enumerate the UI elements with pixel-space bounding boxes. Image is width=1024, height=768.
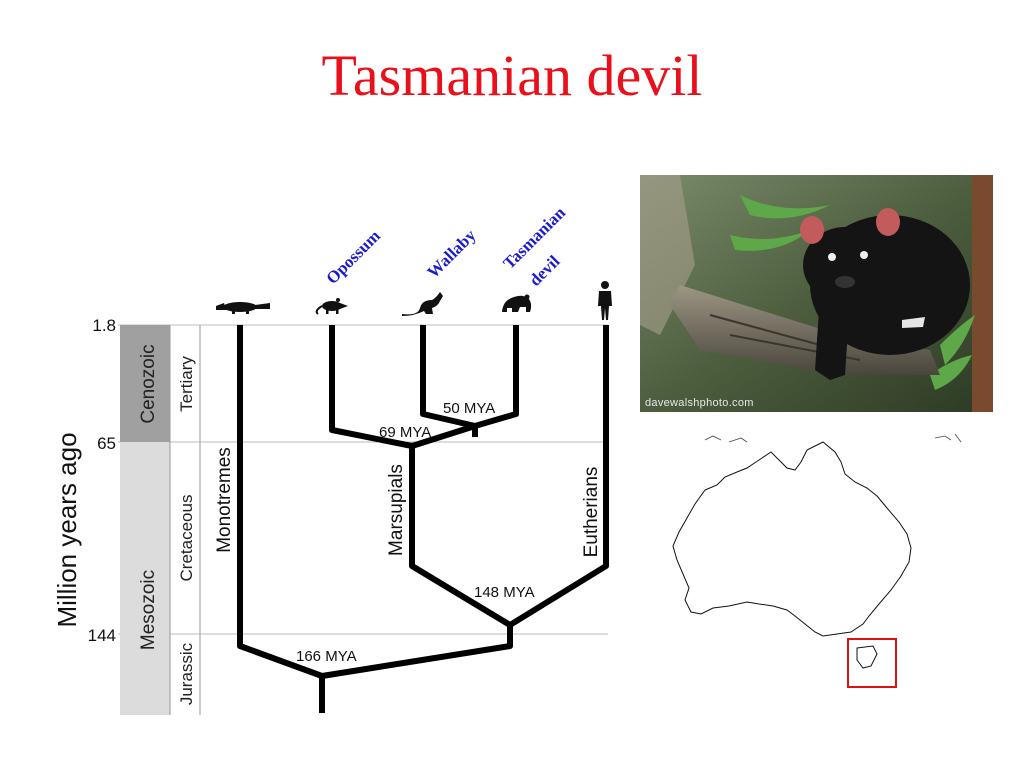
cenozoic-band [120, 325, 170, 442]
australia-map [672, 433, 962, 688]
axis-tick-65: 65 [97, 434, 116, 453]
axis-tick-1-8: 1.8 [92, 316, 116, 335]
branch-tasmanian-devil [474, 325, 519, 429]
taxon-label-devil: devil [525, 251, 563, 289]
opossum-icon [315, 298, 348, 315]
divergence-label-50: 50 MYA [443, 400, 495, 417]
period-label-jurassic: Jurassic [177, 642, 196, 705]
group-label-monotremes: Monotremes [214, 447, 235, 553]
taxon-label-opossum: Opossum [322, 226, 384, 288]
branch-wallaby [420, 325, 476, 429]
group-label-eutherians: Eutherians [581, 467, 602, 558]
tree-branches [237, 325, 609, 713]
divergence-label-69: 69 MYA [379, 424, 431, 441]
phylogenetic-tree: Cenozoic Mesozoic Tertiary Cretaceous Ju… [52, 203, 612, 715]
tasmania-highlight-box [847, 638, 897, 688]
wallaby-icon [402, 292, 443, 316]
tasmania-outline [856, 645, 878, 669]
divergence-label-166: 166 MYA [296, 648, 357, 665]
axis-title: Million years ago [52, 432, 82, 627]
branch-opossum [329, 325, 413, 449]
taxon-label-wallaby: Wallaby [423, 225, 480, 282]
human-icon [598, 281, 612, 320]
tasmanian-devil-icon [502, 294, 532, 312]
era-label-mesozoic: Mesozoic [138, 570, 159, 650]
period-label-cretaceous: Cretaceous [177, 495, 196, 582]
branch-therian-stem [321, 625, 513, 679]
branch-eutherians [508, 325, 609, 628]
mesozoic-band [120, 442, 170, 715]
divergence-label-148: 148 MYA [474, 584, 535, 601]
australia-outline [672, 441, 912, 637]
tasmanian-devil-photo [640, 175, 993, 412]
period-label-tertiary: Tertiary [177, 356, 196, 412]
platypus-icon [216, 302, 270, 314]
slide-title: Tasmanian devil [321, 43, 703, 108]
branch-monotremes [237, 325, 325, 713]
branch-marsupial-stem [409, 446, 512, 628]
axis-tick-144: 144 [88, 626, 116, 645]
group-label-marsupials: Marsupials [386, 464, 407, 556]
era-label-cenozoic: Cenozoic [138, 344, 159, 423]
photo-credit: davewalshphoto.com [645, 397, 754, 409]
